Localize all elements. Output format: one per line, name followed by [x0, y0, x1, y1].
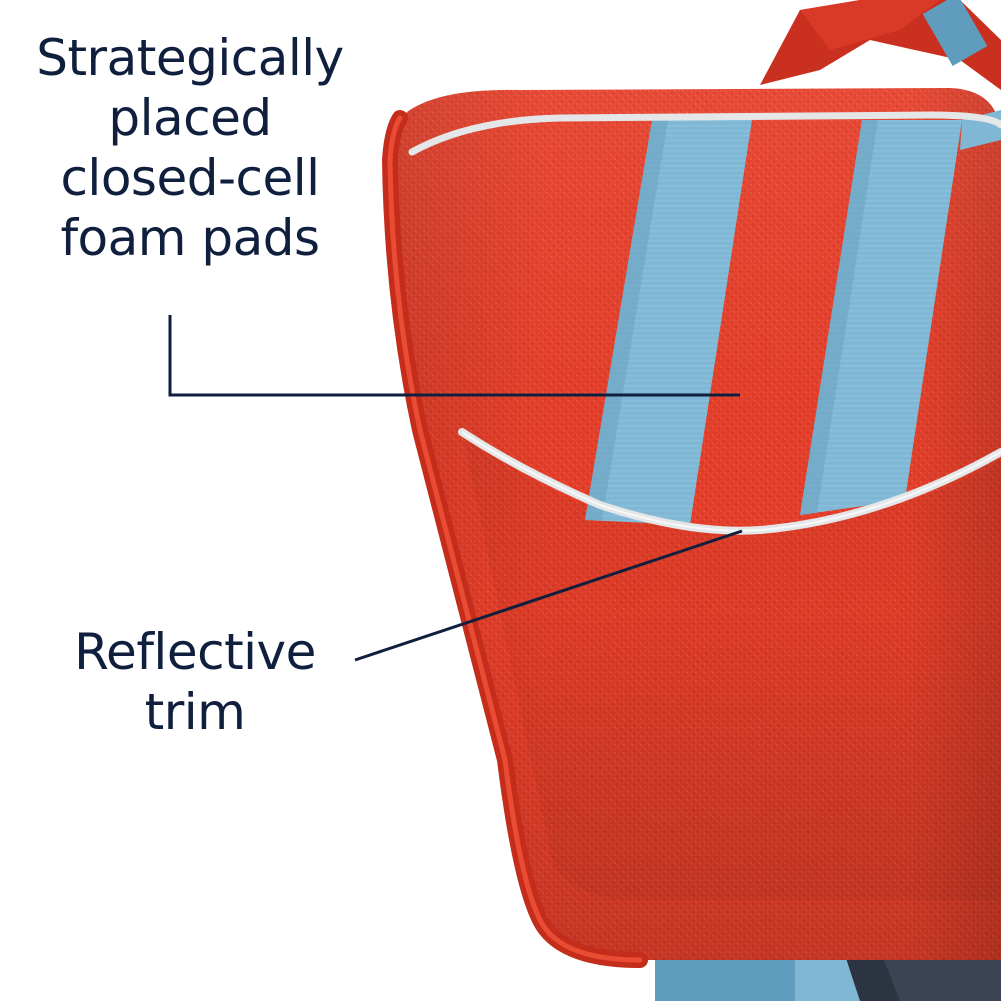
foam-label-line: Strategically [36, 29, 344, 87]
reflective-trim-label: Reflective trim [40, 622, 350, 742]
foam-leader-line [168, 315, 740, 397]
reflective-trim-top [408, 111, 1001, 156]
foam-pads-label: Strategically placed closed-cell foam pa… [20, 28, 360, 268]
foam-label-line: foam pads [60, 209, 320, 267]
top-strap [760, 0, 1001, 90]
trim-leader-line [354, 529, 743, 662]
trim-label-line: trim [144, 683, 246, 741]
foam-label-line: closed-cell [60, 149, 320, 207]
trim-label-line: Reflective [74, 623, 316, 681]
foam-label-line: placed [108, 89, 272, 147]
